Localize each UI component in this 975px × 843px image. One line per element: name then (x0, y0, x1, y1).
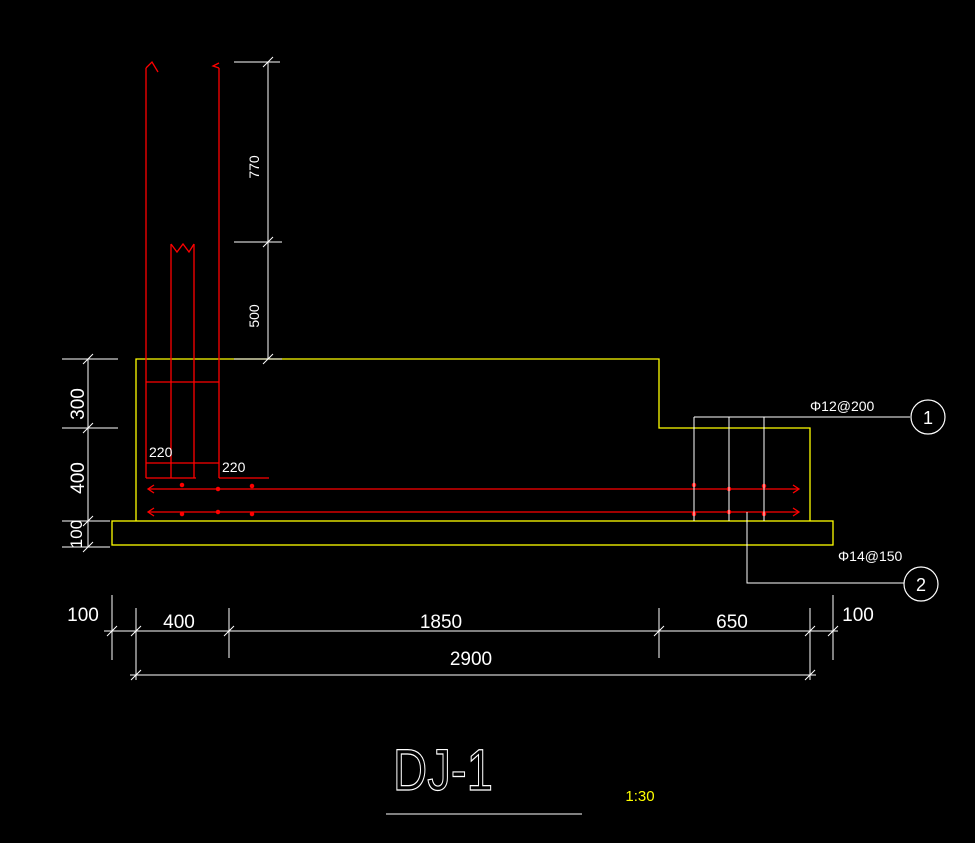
leader-lines (693, 416, 910, 584)
column-rebar (145, 60, 269, 479)
dim-770: 770 (246, 155, 262, 179)
dim-bottom-100-right: 100 (842, 605, 874, 626)
drawing-title: DJ-1 (393, 738, 493, 803)
dim-bottom-100-left: 100 (67, 605, 99, 626)
dim-bottom-650: 650 (716, 612, 748, 633)
callout-1-spec: Φ12@200 (810, 398, 875, 414)
dim-100-vertical: 100 (67, 520, 86, 548)
concrete-outline (111, 358, 834, 546)
callout-2-spec: Φ14@150 (838, 548, 903, 564)
callout-marker-2: 2 (903, 566, 939, 602)
drawing-scale: 1:30 (625, 788, 654, 805)
dim-400-vertical: 400 (68, 462, 89, 494)
callout-2-number: 2 (916, 575, 926, 595)
footing-pad (111, 520, 834, 546)
dim-bottom-1850: 1850 (420, 612, 462, 633)
foundation-body (135, 358, 811, 521)
callout-marker-1: 1 (910, 399, 946, 435)
dimension-vertical-left (62, 353, 118, 553)
dim-300: 300 (68, 388, 89, 420)
bottom-mesh-rebar (146, 482, 801, 517)
dim-column-220-left: 220 (149, 444, 173, 460)
dim-bottom-total-2900: 2900 (450, 649, 492, 670)
callout-1-number: 1 (923, 408, 933, 428)
dimension-bottom (104, 595, 839, 681)
dimension-vertical-right (234, 56, 282, 365)
dim-bottom-400: 400 (163, 612, 195, 633)
dim-column-220-right: 220 (222, 459, 246, 475)
dim-500: 500 (246, 304, 262, 328)
